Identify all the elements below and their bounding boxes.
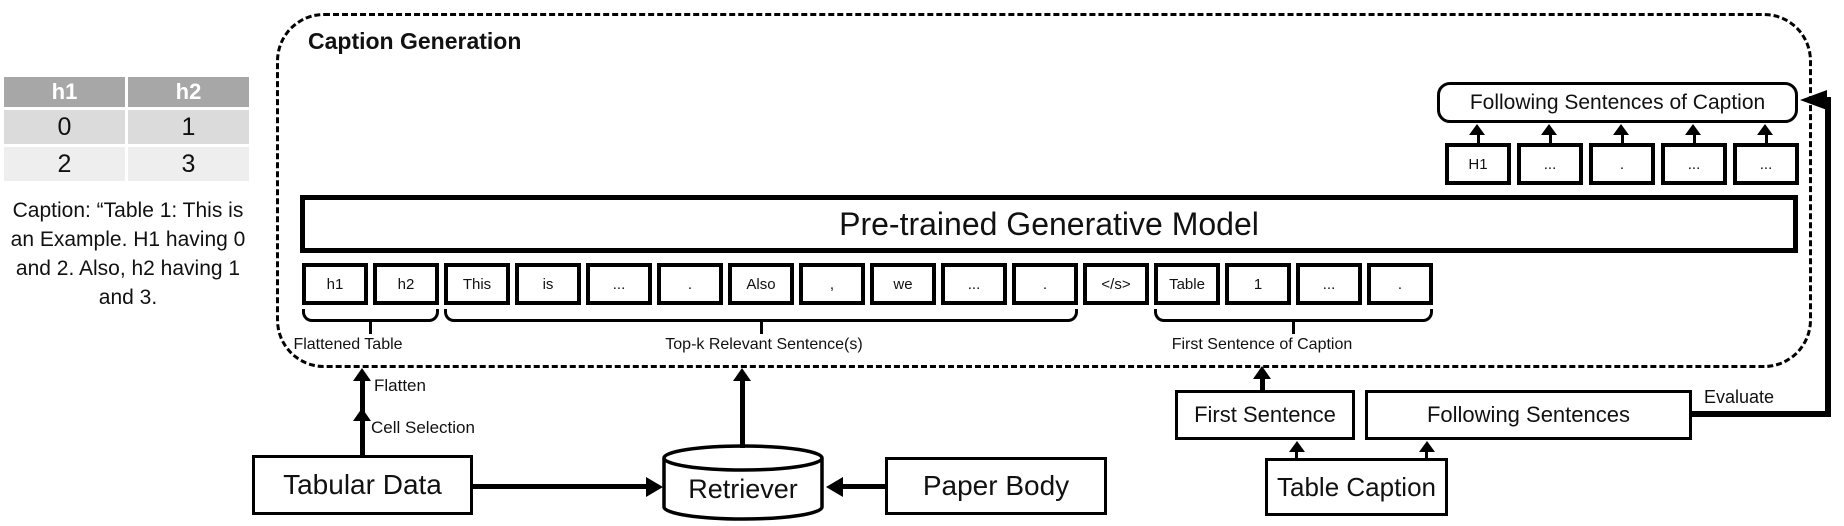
table-cell: 1 <box>128 110 249 144</box>
pretrained-generative-model-label: Pre-trained Generative Model <box>839 205 1259 242</box>
brace-tick <box>1292 321 1295 334</box>
example-caption-line: and 2. Also, h2 having 1 <box>15 257 241 280</box>
up-arrow-icon <box>1418 441 1435 452</box>
output-arrow-stem <box>1476 134 1480 144</box>
up-arrow-icon <box>353 408 371 421</box>
input-token: h1 <box>302 263 368 305</box>
input-token: This <box>444 263 510 305</box>
tabular-to-retriever-stem <box>473 484 647 489</box>
table-header-cell: h1 <box>4 77 125 107</box>
table-cell: 2 <box>4 147 125 181</box>
input-token: . <box>1012 263 1078 305</box>
following-sentences-box: Following Sentences <box>1365 390 1692 440</box>
table-caption-box: Table Caption <box>1265 458 1448 516</box>
output-token: ... <box>1517 143 1583 185</box>
input-token: </s> <box>1083 263 1149 305</box>
paper-body-label: Paper Body <box>922 470 1070 501</box>
retriever-label: Retriever <box>688 474 798 504</box>
output-arrow-stem <box>1548 134 1552 144</box>
up-arrow-icon <box>1288 441 1305 452</box>
caption-generation-title: Caption Generation <box>308 28 522 54</box>
example-caption: Caption: “Table 1: This is an Example. H… <box>0 196 256 312</box>
left-arrow-icon <box>826 477 843 497</box>
pretrained-generative-model-box: Pre-trained Generative Model <box>300 195 1798 253</box>
output-token: ... <box>1733 143 1799 185</box>
input-token: . <box>657 263 723 305</box>
input-token: Table <box>1154 263 1220 305</box>
up-arrow-icon <box>1685 124 1701 135</box>
evaluate-label: Evaluate <box>1704 387 1775 407</box>
paperbody-to-retriever-stem <box>842 484 885 489</box>
output-token-row: H1 ... . ... ... <box>1445 143 1799 185</box>
input-token: Also <box>728 263 794 305</box>
paper-body-box: Paper Body <box>885 457 1107 515</box>
example-table: h1 h2 0 1 2 3 <box>4 77 249 181</box>
output-token: . <box>1589 143 1655 185</box>
brace-tick <box>369 321 372 334</box>
following-sentences-label: Following Sentences <box>1426 402 1630 427</box>
up-arrow-icon <box>1613 124 1629 135</box>
caption-generation-container <box>276 13 1812 368</box>
flatten-label: Flatten <box>374 376 426 395</box>
table-caption-label: Table Caption <box>1277 471 1436 502</box>
table-cell: 3 <box>128 147 249 181</box>
input-token: . <box>1367 263 1433 305</box>
evaluate-line-vertical <box>1825 97 1831 417</box>
example-caption-line: Caption: “Table 1: This is <box>12 199 244 222</box>
table-header-cell: h2 <box>128 77 249 107</box>
input-token: we <box>870 263 936 305</box>
first-sentence-brace <box>1154 309 1433 322</box>
input-token-row: h1 h2 This is ... . Also , we ... . </s>… <box>302 263 1433 305</box>
left-arrow-icon <box>1800 90 1827 110</box>
up-arrow-icon <box>1541 124 1557 135</box>
output-arrow-stem <box>1764 134 1768 144</box>
first-sentence-up-arrow-stem <box>1259 378 1265 391</box>
evaluate-line-bottom <box>1692 411 1831 417</box>
flatten-arrow-stem <box>359 380 365 413</box>
first-sentence-of-caption-label: First Sentence of Caption <box>1171 336 1353 353</box>
following-sentences-of-caption-box: Following Sentences of Caption <box>1437 82 1798 123</box>
brace-tick <box>759 321 763 334</box>
topk-relevant-sentences-label: Top-k Relevant Sentence(s) <box>665 336 863 353</box>
flattened-table-brace <box>302 309 439 322</box>
input-token: ... <box>941 263 1007 305</box>
right-arrow-icon <box>646 477 663 497</box>
input-token: ... <box>1296 263 1362 305</box>
output-token: H1 <box>1445 143 1511 185</box>
first-sentence-box: First Sentence <box>1175 390 1355 440</box>
example-caption-line: an Example. H1 having 0 <box>10 228 246 251</box>
up-arrow-icon <box>1469 124 1485 135</box>
output-token: ... <box>1661 143 1727 185</box>
tabular-data-box: Tabular Data <box>252 455 473 515</box>
following-sentences-of-caption-label: Following Sentences of Caption <box>1469 90 1766 114</box>
flattened-table-label: Flattened Table <box>293 336 403 353</box>
tabular-data-label: Tabular Data <box>283 469 442 500</box>
up-arrow-icon <box>353 368 371 381</box>
up-arrow-icon <box>1757 124 1773 135</box>
first-sentence-label: First Sentence <box>1194 402 1336 427</box>
retriever-cylinder-icon <box>662 444 824 521</box>
input-token: is <box>515 263 581 305</box>
input-token: ... <box>586 263 652 305</box>
cell-selection-label: Cell Selection <box>371 418 475 437</box>
table-cell: 0 <box>4 110 125 144</box>
retriever-up-arrow-stem <box>739 380 745 448</box>
cell-selection-arrow-stem <box>359 420 365 455</box>
input-token: h2 <box>373 263 439 305</box>
caption-to-following-stem <box>1425 450 1428 459</box>
input-token: , <box>799 263 865 305</box>
topk-sentences-brace <box>444 309 1078 322</box>
caption-to-first-stem <box>1295 450 1298 459</box>
output-arrow-stem <box>1620 134 1624 144</box>
input-token: 1 <box>1225 263 1291 305</box>
up-arrow-icon <box>1253 366 1271 379</box>
up-arrow-icon <box>733 368 751 381</box>
output-arrow-stem <box>1692 134 1696 144</box>
example-caption-line: and 3. <box>98 286 158 309</box>
